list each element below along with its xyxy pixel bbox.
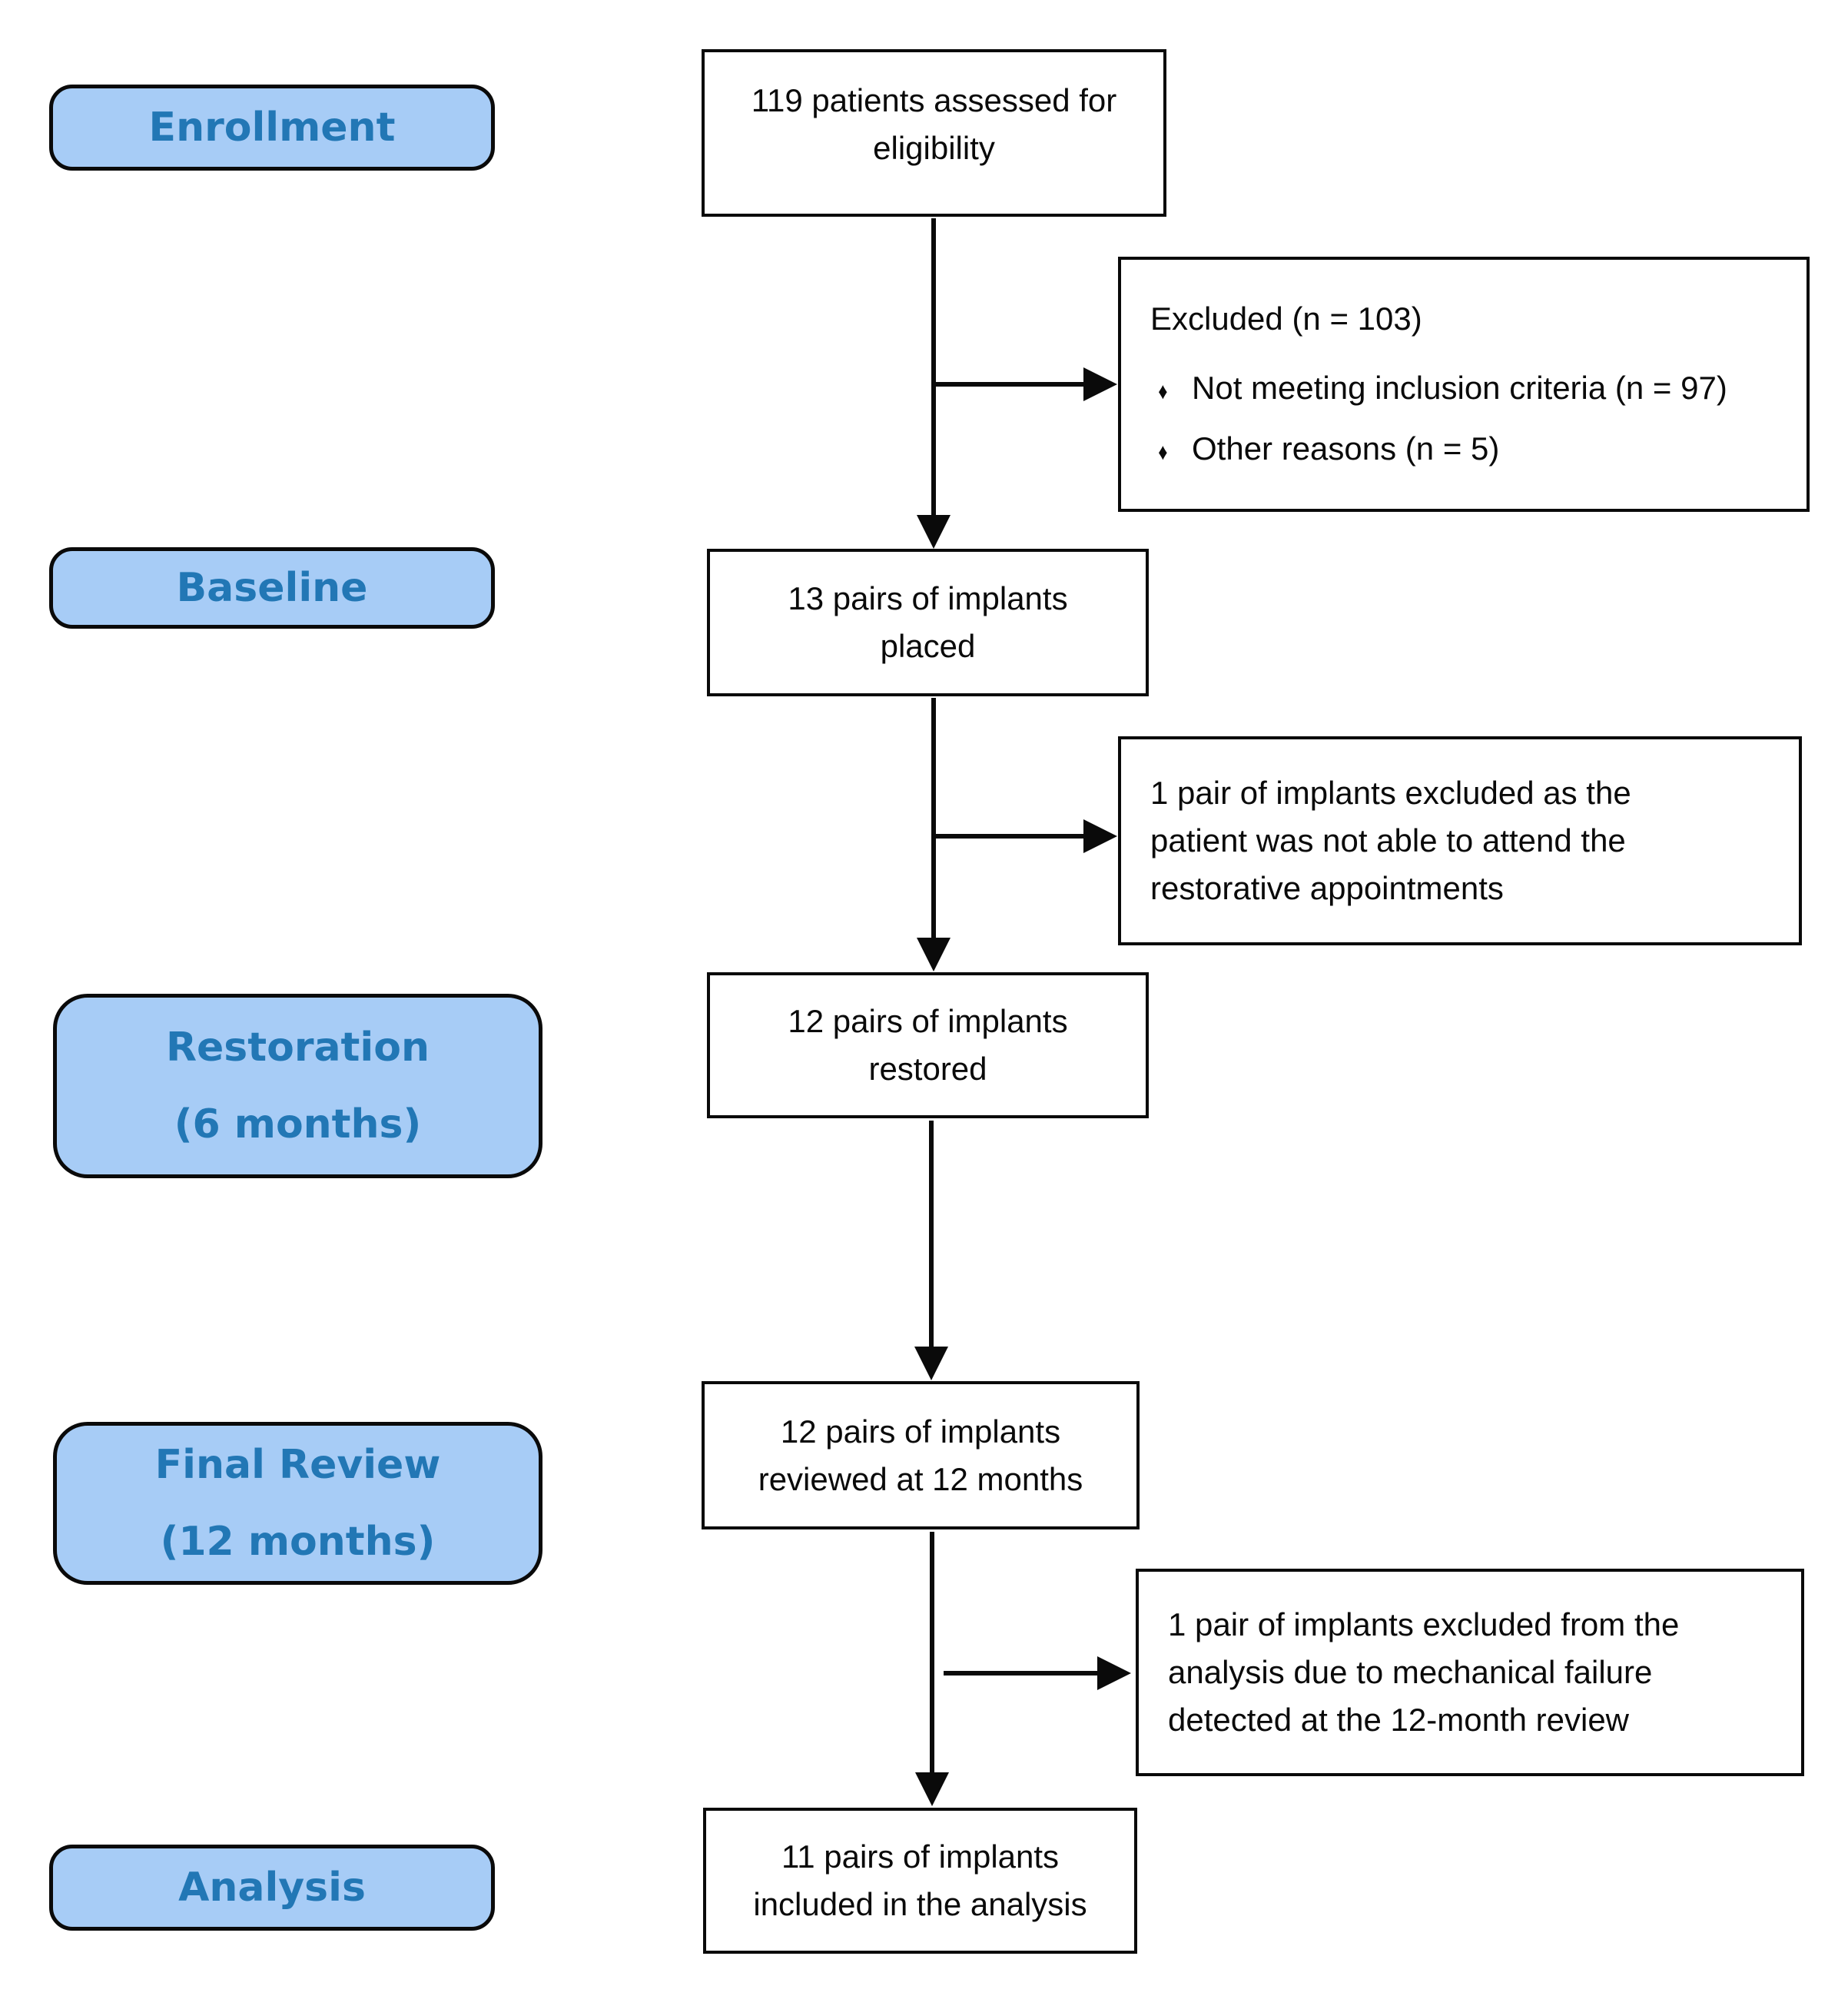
flow-box-placed: 13 pairs of implants placed <box>707 549 1149 696</box>
flow-box-line: eligibility <box>873 130 995 166</box>
stage-label-sub: (6 months) <box>174 1101 422 1147</box>
flow-box-line: included in the analysis <box>753 1886 1087 1922</box>
stage-box-baseline: Baseline <box>49 547 495 629</box>
side-box-failure-exclusion: 1 pair of implants excluded from the ana… <box>1136 1569 1804 1776</box>
arrowhead-reviewed-to-analysis <box>915 1772 949 1806</box>
stage-label: Restoration <box>165 1025 430 1071</box>
flow-box-line: reviewed at 12 months <box>758 1460 1083 1497</box>
flow-box-line: restored <box>868 1051 987 1087</box>
flow-box-line: 11 pairs of implants <box>781 1838 1060 1875</box>
excluded-bullet-text: Not meeting inclusion criteria (n = 97) <box>1192 370 1727 406</box>
stage-label: Baseline <box>176 565 368 611</box>
flow-box-line: 12 pairs of implants <box>780 1413 1061 1450</box>
stage-box-analysis: Analysis <box>49 1845 495 1931</box>
flow-box-line: 13 pairs of implants <box>788 580 1068 616</box>
flow-box-assessed: 119 patients assessed for eligibility <box>702 49 1166 217</box>
excluded-bullet-row: ♦ Not meeting inclusion criteria (n = 97… <box>1150 363 1791 417</box>
side-box-text: 1 pair of implants excluded as the patie… <box>1150 775 1631 906</box>
arrowhead-restored-to-reviewed <box>914 1347 948 1380</box>
excluded-bullet-text: Other reasons (n = 5) <box>1192 430 1500 467</box>
stage-label: Analysis <box>178 1865 366 1911</box>
stage-box-enrollment: Enrollment <box>49 85 495 171</box>
arrowhead-branch-to-failure-exclusion <box>1097 1656 1131 1690</box>
side-box-text: 1 pair of implants excluded from the ana… <box>1168 1606 1680 1738</box>
diamond-bullet-icon: ♦ <box>1158 440 1168 465</box>
excluded-bullet-row: ♦ Other reasons (n = 5) <box>1150 423 1791 478</box>
arrowhead-branch-to-excluded <box>1083 367 1117 401</box>
flow-box-reviewed: 12 pairs of implants reviewed at 12 mont… <box>702 1381 1140 1529</box>
arrowhead-placed-to-restored <box>917 938 951 971</box>
stage-label: Enrollment <box>148 105 396 151</box>
side-box-excluded: Excluded (n = 103) ♦ Not meeting inclusi… <box>1118 257 1810 512</box>
stage-label-sub: (12 months) <box>160 1519 436 1565</box>
stage-box-restoration: Restoration (6 months) <box>53 994 542 1178</box>
flow-box-restored: 12 pairs of implants restored <box>707 972 1149 1118</box>
stage-box-final-review: Final Review (12 months) <box>53 1422 542 1585</box>
side-box-restorative-exclusion: 1 pair of implants excluded as the patie… <box>1118 736 1802 945</box>
stage-label: Final Review <box>154 1442 441 1488</box>
flow-box-line: 12 pairs of implants <box>788 1003 1068 1039</box>
flow-box-analysis: 11 pairs of implants included in the ana… <box>703 1808 1137 1954</box>
arrowhead-assessed-to-placed <box>917 515 951 549</box>
flow-box-line: 119 patients assessed for <box>751 82 1117 118</box>
excluded-heading: Excluded (n = 103) <box>1150 301 1422 337</box>
diamond-bullet-icon: ♦ <box>1158 379 1168 404</box>
flow-box-line: placed <box>880 628 976 664</box>
arrowhead-branch-to-restorative-exclusion <box>1083 819 1117 853</box>
